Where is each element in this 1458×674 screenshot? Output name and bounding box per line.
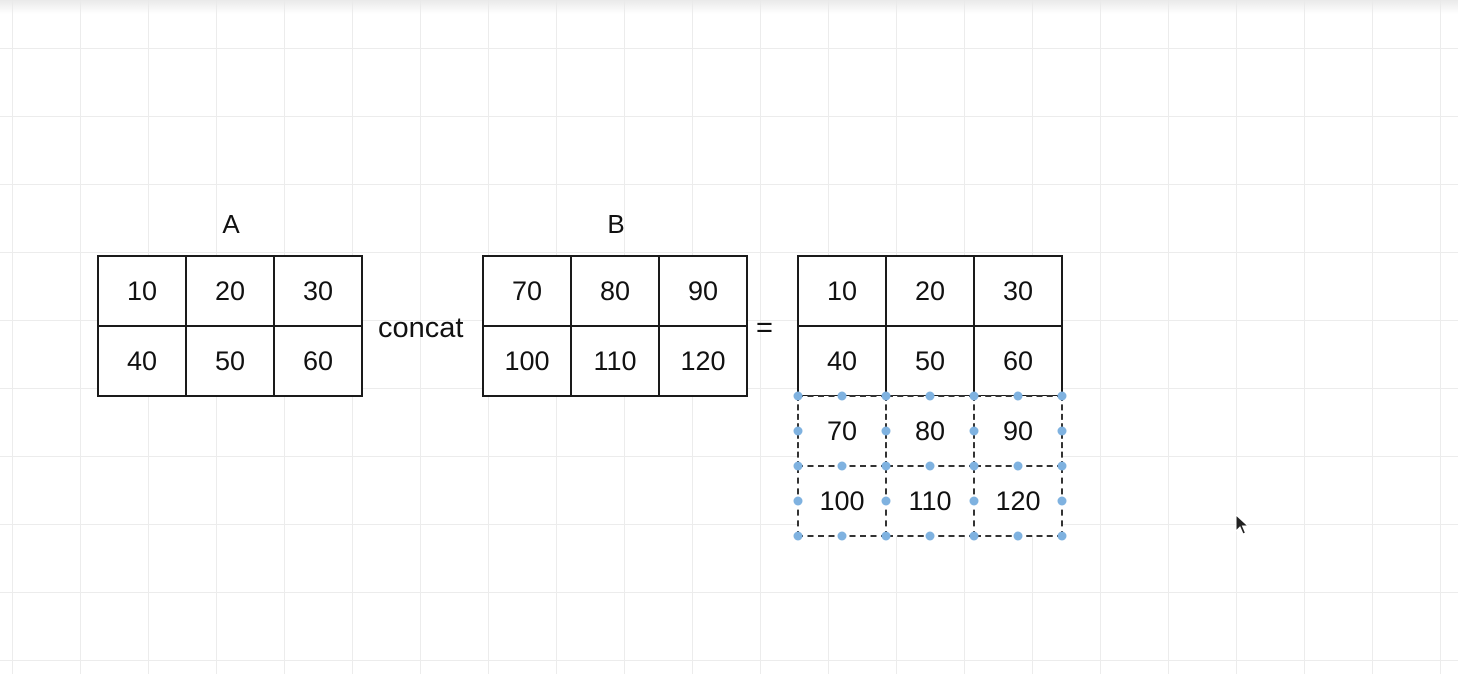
matrix-b-cell[interactable]: 100 [482,325,572,397]
result-top-cell[interactable]: 40 [797,325,887,397]
result-bottom-row: 70 80 90 [797,395,1063,467]
matrix-b-cell[interactable]: 110 [570,325,660,397]
result-matrix-bottom-selected[interactable]: 70 80 90 100 110 120 [797,395,1063,537]
result-bottom-cell[interactable]: 110 [885,465,975,537]
result-bottom-cell[interactable]: 80 [885,395,975,467]
result-top-cell[interactable]: 60 [973,325,1063,397]
result-bottom-cell[interactable]: 100 [797,465,887,537]
matrix-a-cell[interactable]: 60 [273,325,363,397]
matrix-a-row: 40 50 60 [97,325,363,397]
matrix-a-cell[interactable]: 50 [185,325,275,397]
result-top-cell[interactable]: 50 [885,325,975,397]
matrix-a-cell[interactable]: 40 [97,325,187,397]
result-top-row: 40 50 60 [797,325,1063,397]
matrix-a-row: 10 20 30 [97,255,363,327]
matrix-a-label: A [222,209,240,239]
result-matrix-top[interactable]: 10 20 30 40 50 60 [797,255,1063,397]
matrix-a[interactable]: 10 20 30 40 50 60 [97,255,363,397]
equals-sign[interactable]: = [756,312,773,344]
concat-operator-label[interactable]: concat [378,312,464,344]
result-top-cell[interactable]: 10 [797,255,887,327]
result-top-row: 10 20 30 [797,255,1063,327]
result-bottom-cell[interactable]: 90 [973,395,1063,467]
result-bottom-row: 100 110 120 [797,465,1063,537]
matrix-b-cell[interactable]: 80 [570,255,660,327]
mouse-pointer-icon [1235,514,1249,535]
result-bottom-cell[interactable]: 120 [973,465,1063,537]
matrix-b-cell[interactable]: 70 [482,255,572,327]
matrix-b-label: B [607,209,625,239]
result-bottom-cell[interactable]: 70 [797,395,887,467]
canvas-top-shade [0,0,1458,14]
matrix-b-cell[interactable]: 120 [658,325,748,397]
matrix-b-row: 100 110 120 [482,325,748,397]
matrix-b-row: 70 80 90 [482,255,748,327]
matrix-a-cell[interactable]: 20 [185,255,275,327]
result-top-cell[interactable]: 20 [885,255,975,327]
matrix-b-cell[interactable]: 90 [658,255,748,327]
matrix-a-cell[interactable]: 10 [97,255,187,327]
result-top-cell[interactable]: 30 [973,255,1063,327]
matrix-b[interactable]: 70 80 90 100 110 120 [482,255,748,397]
matrix-a-cell[interactable]: 30 [273,255,363,327]
